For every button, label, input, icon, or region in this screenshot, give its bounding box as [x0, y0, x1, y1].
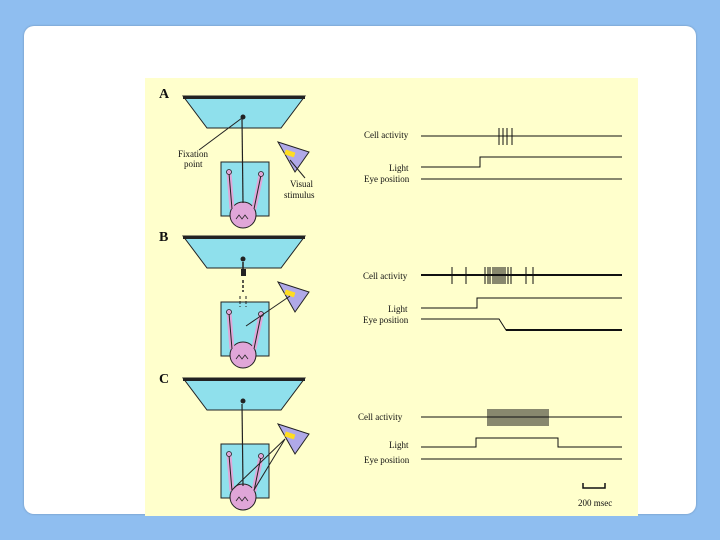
- panel-c-spikes: [487, 409, 549, 426]
- panel-c-light-trace: [421, 437, 622, 448]
- panel-b-cell-activity-label: Cell activity: [363, 271, 408, 281]
- panel-c: C Cell activity Light Eye position 200 m…: [159, 372, 622, 510]
- scale-bar: [582, 483, 606, 489]
- stimulus-label-line2: stimulus: [284, 190, 315, 200]
- fixation-point-icon: [240, 398, 246, 404]
- panel-a-eye-position-label: Eye position: [364, 174, 410, 184]
- panel-c-eye-position-label: Eye position: [364, 455, 410, 465]
- fixation-label-line2: point: [184, 159, 203, 169]
- fixation-point-icon: [240, 256, 246, 262]
- fixation-label-line1: Fixation: [178, 149, 209, 159]
- panel-a: A Fixation point Visual stimulus Cell ac…: [159, 87, 622, 228]
- panel-a-spikes: [498, 128, 513, 145]
- neuron-figure: A Fixation point Visual stimulus Cell ac…: [145, 78, 638, 516]
- panel-b-light-trace: [421, 297, 622, 309]
- panel-b-eye-trace: [421, 318, 622, 331]
- slide-card: A Fixation point Visual stimulus Cell ac…: [24, 26, 696, 516]
- panel-a-light-trace: [421, 156, 622, 168]
- panel-b: B Cell activity Light Eye position: [159, 230, 622, 368]
- stimulus-label-line1: Visual: [290, 179, 313, 189]
- panel-a-cell-activity-label: Cell activity: [364, 130, 409, 140]
- figure-canvas: A Fixation point Visual stimulus Cell ac…: [159, 87, 622, 516]
- panel-b-spikes: [451, 267, 534, 284]
- panel-b-light-label: Light: [388, 304, 408, 314]
- panel-c-letter: C: [159, 372, 169, 387]
- panel-c-cell-activity-label: Cell activity: [358, 412, 403, 422]
- panel-a-light-label: Light: [389, 163, 409, 173]
- panel-b-eye-position-label: Eye position: [363, 315, 409, 325]
- panel-b-letter: B: [159, 230, 168, 245]
- scale-bar-label: 200 msec: [578, 498, 612, 508]
- panel-a-letter: A: [159, 87, 170, 102]
- panel-c-light-label: Light: [389, 440, 409, 450]
